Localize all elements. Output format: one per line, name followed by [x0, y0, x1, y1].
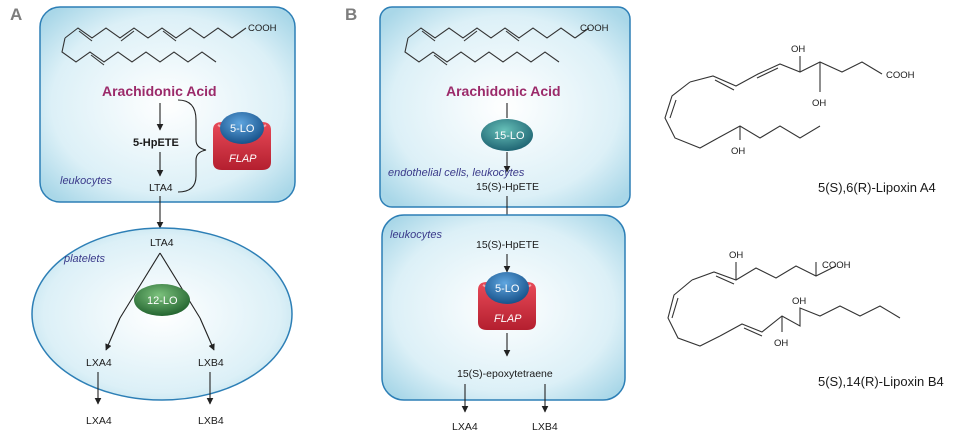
leukocytes-label-b: leukocytes: [390, 229, 442, 241]
flap-complex-b: FLAP 5-LO: [478, 272, 536, 330]
a4-oh3: OH: [731, 146, 745, 157]
enzyme-5lo-b-label: 5-LO: [495, 283, 520, 295]
lxb4-label-b: LXB4: [532, 421, 558, 433]
endothelial-cell-b: [379, 6, 631, 208]
enzyme-5lo-b: [485, 272, 529, 304]
arachidonic-acid-structure-a: COOH: [61, 23, 277, 66]
panel-a-label: A: [10, 5, 22, 24]
panel-b-label: B: [345, 5, 357, 24]
panel-b: B COOH Arachidonic Acid 15-LO endothelia…: [345, 5, 631, 433]
lta4-mid-label: LTA4: [150, 237, 174, 249]
enzyme-15lo-label: 15-LO: [494, 130, 525, 142]
leukocytes-label-a: leukocytes: [60, 175, 112, 187]
enzyme-5lo-a: [220, 112, 264, 144]
cooh-label-a: COOH: [248, 23, 277, 34]
endothelial-label: endothelial cells, leukocytes: [388, 167, 525, 179]
hpete-label-a: 5-HpETE: [133, 137, 179, 149]
bracket-a: [177, 99, 207, 193]
enzyme-12lo-label: 12-LO: [147, 295, 178, 307]
leukocyte-cell-a: [39, 6, 296, 203]
enzyme-5lo-a-label: 5-LO: [230, 123, 255, 135]
arachidonic-acid-label-a: Arachidonic Acid: [102, 83, 217, 99]
hpete-inner-label-b: 15(S)-HpETE: [476, 239, 539, 251]
epoxytetraene-label: 15(S)-epoxytetraene: [457, 368, 553, 380]
lxa4-label-b: LXA4: [452, 421, 478, 433]
flap-label-b: FLAP: [494, 313, 522, 325]
lxa4-inner-label-a: LXA4: [86, 357, 112, 369]
lxb4-inner-label-a: LXB4: [198, 357, 224, 369]
lipoxin-a4-structure: OH OH OH COOH 5(S),6(R)-Lipoxin A4: [664, 44, 936, 195]
lxb4-outer-label-a: LXB4: [198, 415, 224, 427]
a4-oh1: OH: [791, 44, 805, 55]
lta4-top-label: LTA4: [149, 182, 173, 194]
flap-label-a: FLAP: [229, 153, 257, 165]
flap-complex-a: FLAP 5-LO: [213, 112, 271, 170]
lipoxin-b4-structure: OH OH OH COOH 5(S),14(R)-Lipoxin B4: [667, 250, 944, 389]
b4-oh1: OH: [729, 250, 743, 261]
a4-oh2: OH: [812, 98, 826, 109]
lipoxin-b4-name: 5(S),14(R)-Lipoxin B4: [818, 374, 944, 389]
platelets-label: platelets: [63, 253, 105, 265]
enzyme-12lo: [134, 284, 190, 316]
cooh-label-b: COOH: [580, 23, 609, 34]
enzyme-15lo: [481, 119, 533, 151]
panel-a: A COOH Arachidonic Acid 5-HpETE LTA4 leu…: [10, 5, 296, 427]
arachidonic-acid-structure-b: COOH: [404, 23, 609, 66]
lipoxin-a4-name: 5(S),6(R)-Lipoxin A4: [818, 180, 936, 195]
hpete-top-label-b: 15(S)-HpETE: [476, 181, 539, 193]
b4-oh3: OH: [774, 338, 788, 349]
b4-oh2: OH: [792, 296, 806, 307]
a4-cooh: COOH: [886, 70, 915, 81]
arachidonic-acid-label-b: Arachidonic Acid: [446, 83, 561, 99]
lxa4-outer-label-a: LXA4: [86, 415, 112, 427]
b4-cooh: COOH: [822, 260, 851, 271]
